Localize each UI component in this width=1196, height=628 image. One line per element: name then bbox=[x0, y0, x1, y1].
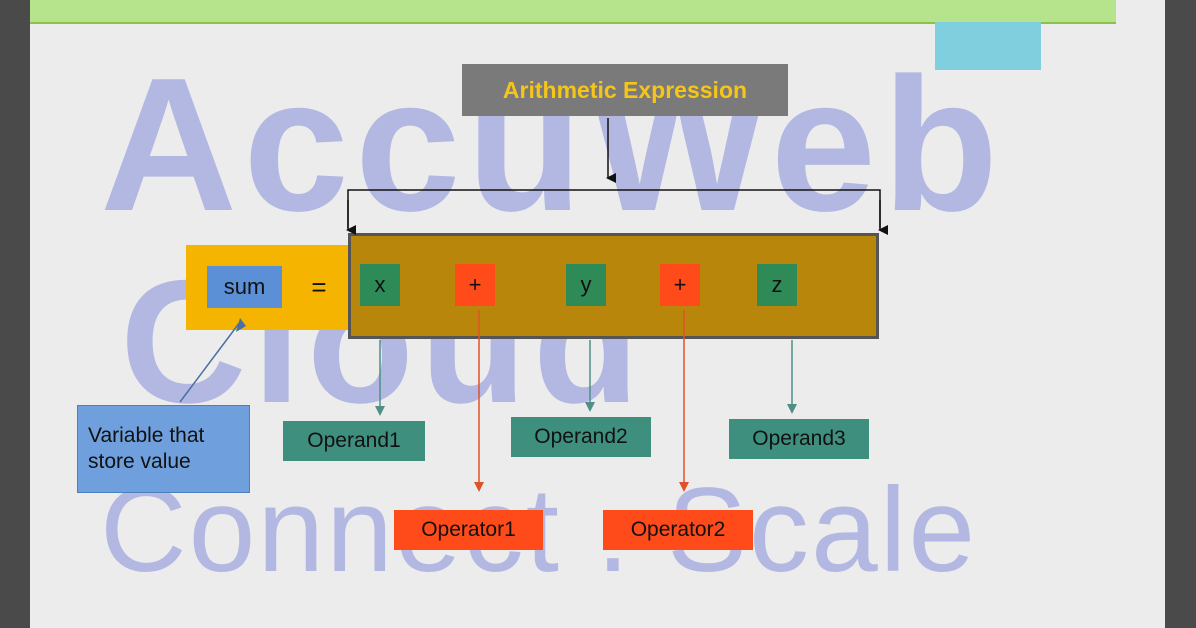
label-operand1: Operand1 bbox=[283, 421, 425, 461]
variable-pointer-head bbox=[236, 318, 246, 332]
label-operand2: Operand2 bbox=[511, 417, 651, 457]
label-operator2: Operator2 bbox=[603, 510, 753, 550]
top-banner bbox=[30, 0, 1116, 24]
variable-note-line2: store value bbox=[88, 450, 191, 473]
variable-note: Variable that store value bbox=[77, 405, 250, 493]
variable-note-line1: Variable that bbox=[88, 423, 205, 447]
cyan-accent-box bbox=[935, 22, 1041, 70]
label-operand3: Operand3 bbox=[729, 419, 869, 459]
diagram-title: Arithmetic Expression bbox=[462, 64, 788, 116]
operator-plus-1: + bbox=[455, 264, 495, 306]
variable-sum: sum bbox=[207, 266, 282, 308]
label-operator1: Operator1 bbox=[394, 510, 543, 550]
operand-z: z bbox=[757, 264, 797, 306]
equals-sign: = bbox=[311, 271, 327, 302]
expression-bracket bbox=[347, 189, 881, 228]
operator-plus-2: + bbox=[660, 264, 700, 306]
variable-pointer bbox=[179, 321, 241, 403]
operand-x: x bbox=[360, 264, 400, 306]
operand-y: y bbox=[566, 264, 606, 306]
